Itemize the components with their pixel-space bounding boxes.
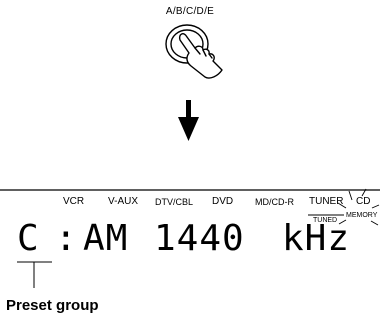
button-label: A/B/C/D/E (165, 6, 215, 17)
button-outer-ring (165, 24, 209, 64)
source-dvd: DVD (212, 196, 234, 207)
preset-group-callout: Preset group (6, 297, 99, 314)
source-cd: CD (356, 196, 371, 207)
display-band: AM (83, 218, 129, 259)
callout-leader (17, 261, 52, 288)
display-colon: : (55, 218, 78, 259)
source-dtv-cbl: DTV/CBL (155, 197, 194, 207)
tuned-indicator: TUNED (313, 217, 338, 224)
memory-indicator: MEMORY (346, 212, 378, 219)
source-vcr: VCR (63, 196, 85, 207)
display-unit: kHz (282, 218, 351, 259)
hand-press-icon (165, 24, 223, 79)
source-v-aux: V-AUX (108, 196, 139, 207)
display-frequency: 1440 (154, 218, 245, 259)
blink-rays-icon (337, 188, 380, 226)
down-arrow-icon (178, 100, 199, 141)
display-preset-group: C (17, 218, 40, 259)
source-md-cd-r: MD/CD-R (255, 197, 294, 207)
source-tuner: TUNER (309, 196, 344, 207)
